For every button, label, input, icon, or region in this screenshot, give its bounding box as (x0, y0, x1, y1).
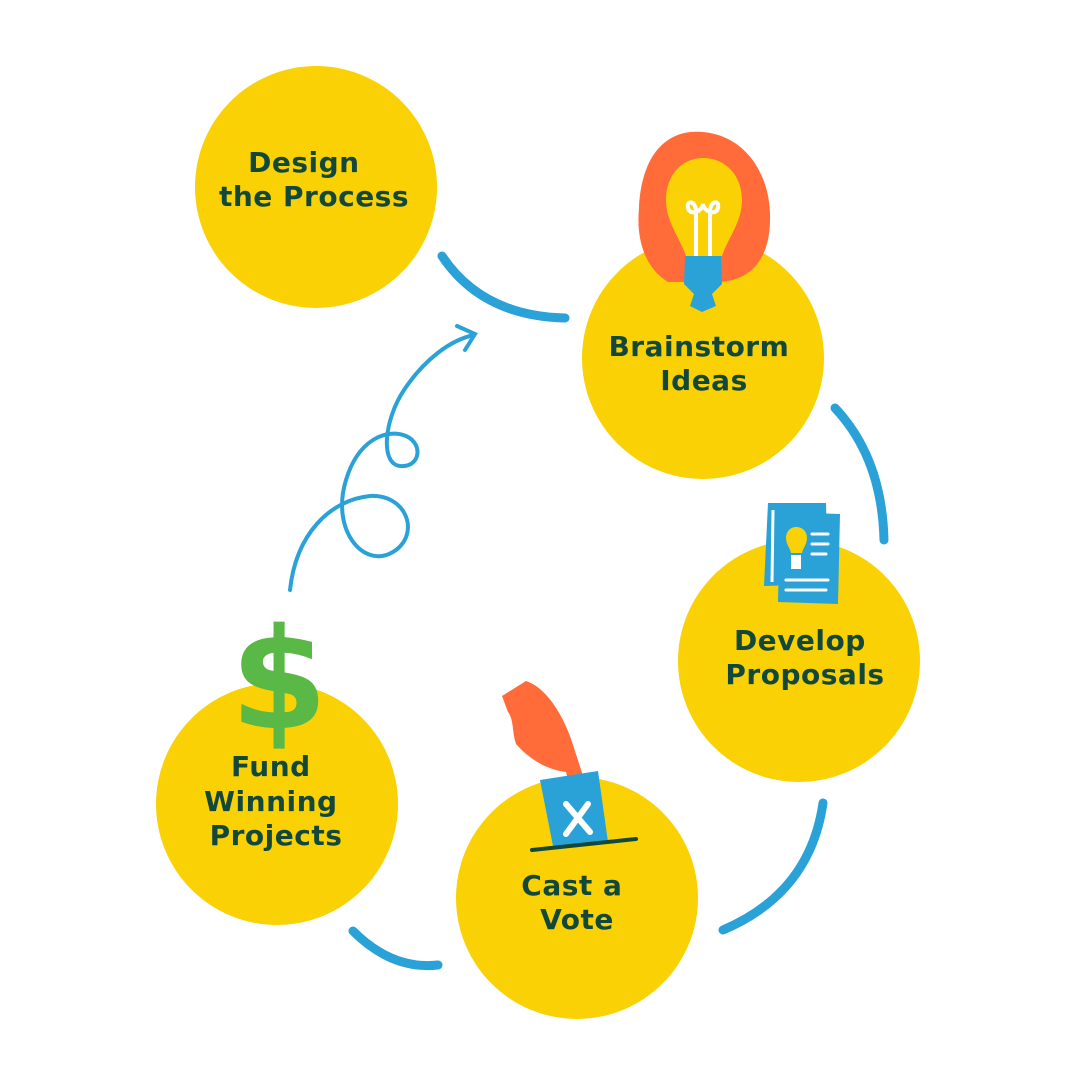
step-develop-proposals: Develop Proposals (678, 503, 920, 782)
label-line: Fund (231, 750, 311, 783)
connector-design-to-brainstorm (437, 251, 570, 323)
step-circle (195, 66, 437, 308)
doc-back-page-line (770, 509, 775, 583)
ballot-paper (540, 771, 608, 846)
step-label: Fund Winning Projects (204, 750, 348, 852)
label-line: Winning (204, 785, 337, 818)
bulb-base (684, 256, 722, 312)
bulb-filament (685, 200, 721, 258)
label-line: Develop (734, 624, 866, 657)
doc-bulb-base (791, 555, 801, 569)
label-line: Ideas (660, 364, 748, 397)
step-design-the-process: Design the Process (195, 66, 437, 308)
document-icon (764, 503, 840, 604)
doc-bulb-icon (786, 527, 807, 553)
connector-brainstorm-to-develop (830, 403, 889, 545)
connector-vote-to-fund (348, 926, 443, 971)
step-circle (582, 237, 824, 479)
label-line: Vote (540, 903, 614, 936)
connector-fund-to-design-loop (288, 333, 476, 592)
hand-shape (502, 681, 585, 796)
ballot-box-slot (530, 837, 638, 852)
connector-develop-to-vote (718, 798, 828, 935)
step-circle (678, 540, 920, 782)
step-brainstorm-ideas: Brainstorm Ideas (582, 131, 824, 479)
step-label: Cast a Vote (521, 869, 632, 936)
arrowhead-icon (455, 324, 478, 352)
label-line: Proposals (725, 658, 884, 691)
step-cast-a-vote: Cast a Vote (456, 681, 698, 1019)
label-line: the Process (219, 180, 409, 213)
lightbulb-icon (638, 131, 771, 312)
step-label: Brainstorm Ideas (608, 330, 799, 397)
connectors (288, 251, 889, 971)
step-label: Develop Proposals (725, 624, 884, 691)
step-circle (456, 777, 698, 1019)
doc-text-lines (784, 532, 830, 592)
dollar-icon: $ (230, 599, 327, 762)
label-line: Brainstorm (608, 330, 789, 363)
step-fund-winning-projects: $ Fund Winning Projects (156, 599, 398, 925)
ballot-x-mark (563, 801, 593, 837)
ballot-icon (502, 681, 638, 852)
step-circle (156, 683, 398, 925)
step-label: Design the Process (219, 146, 409, 213)
label-line: Cast a (521, 869, 622, 902)
label-line: Design (248, 146, 359, 179)
label-line: Projects (210, 819, 343, 852)
